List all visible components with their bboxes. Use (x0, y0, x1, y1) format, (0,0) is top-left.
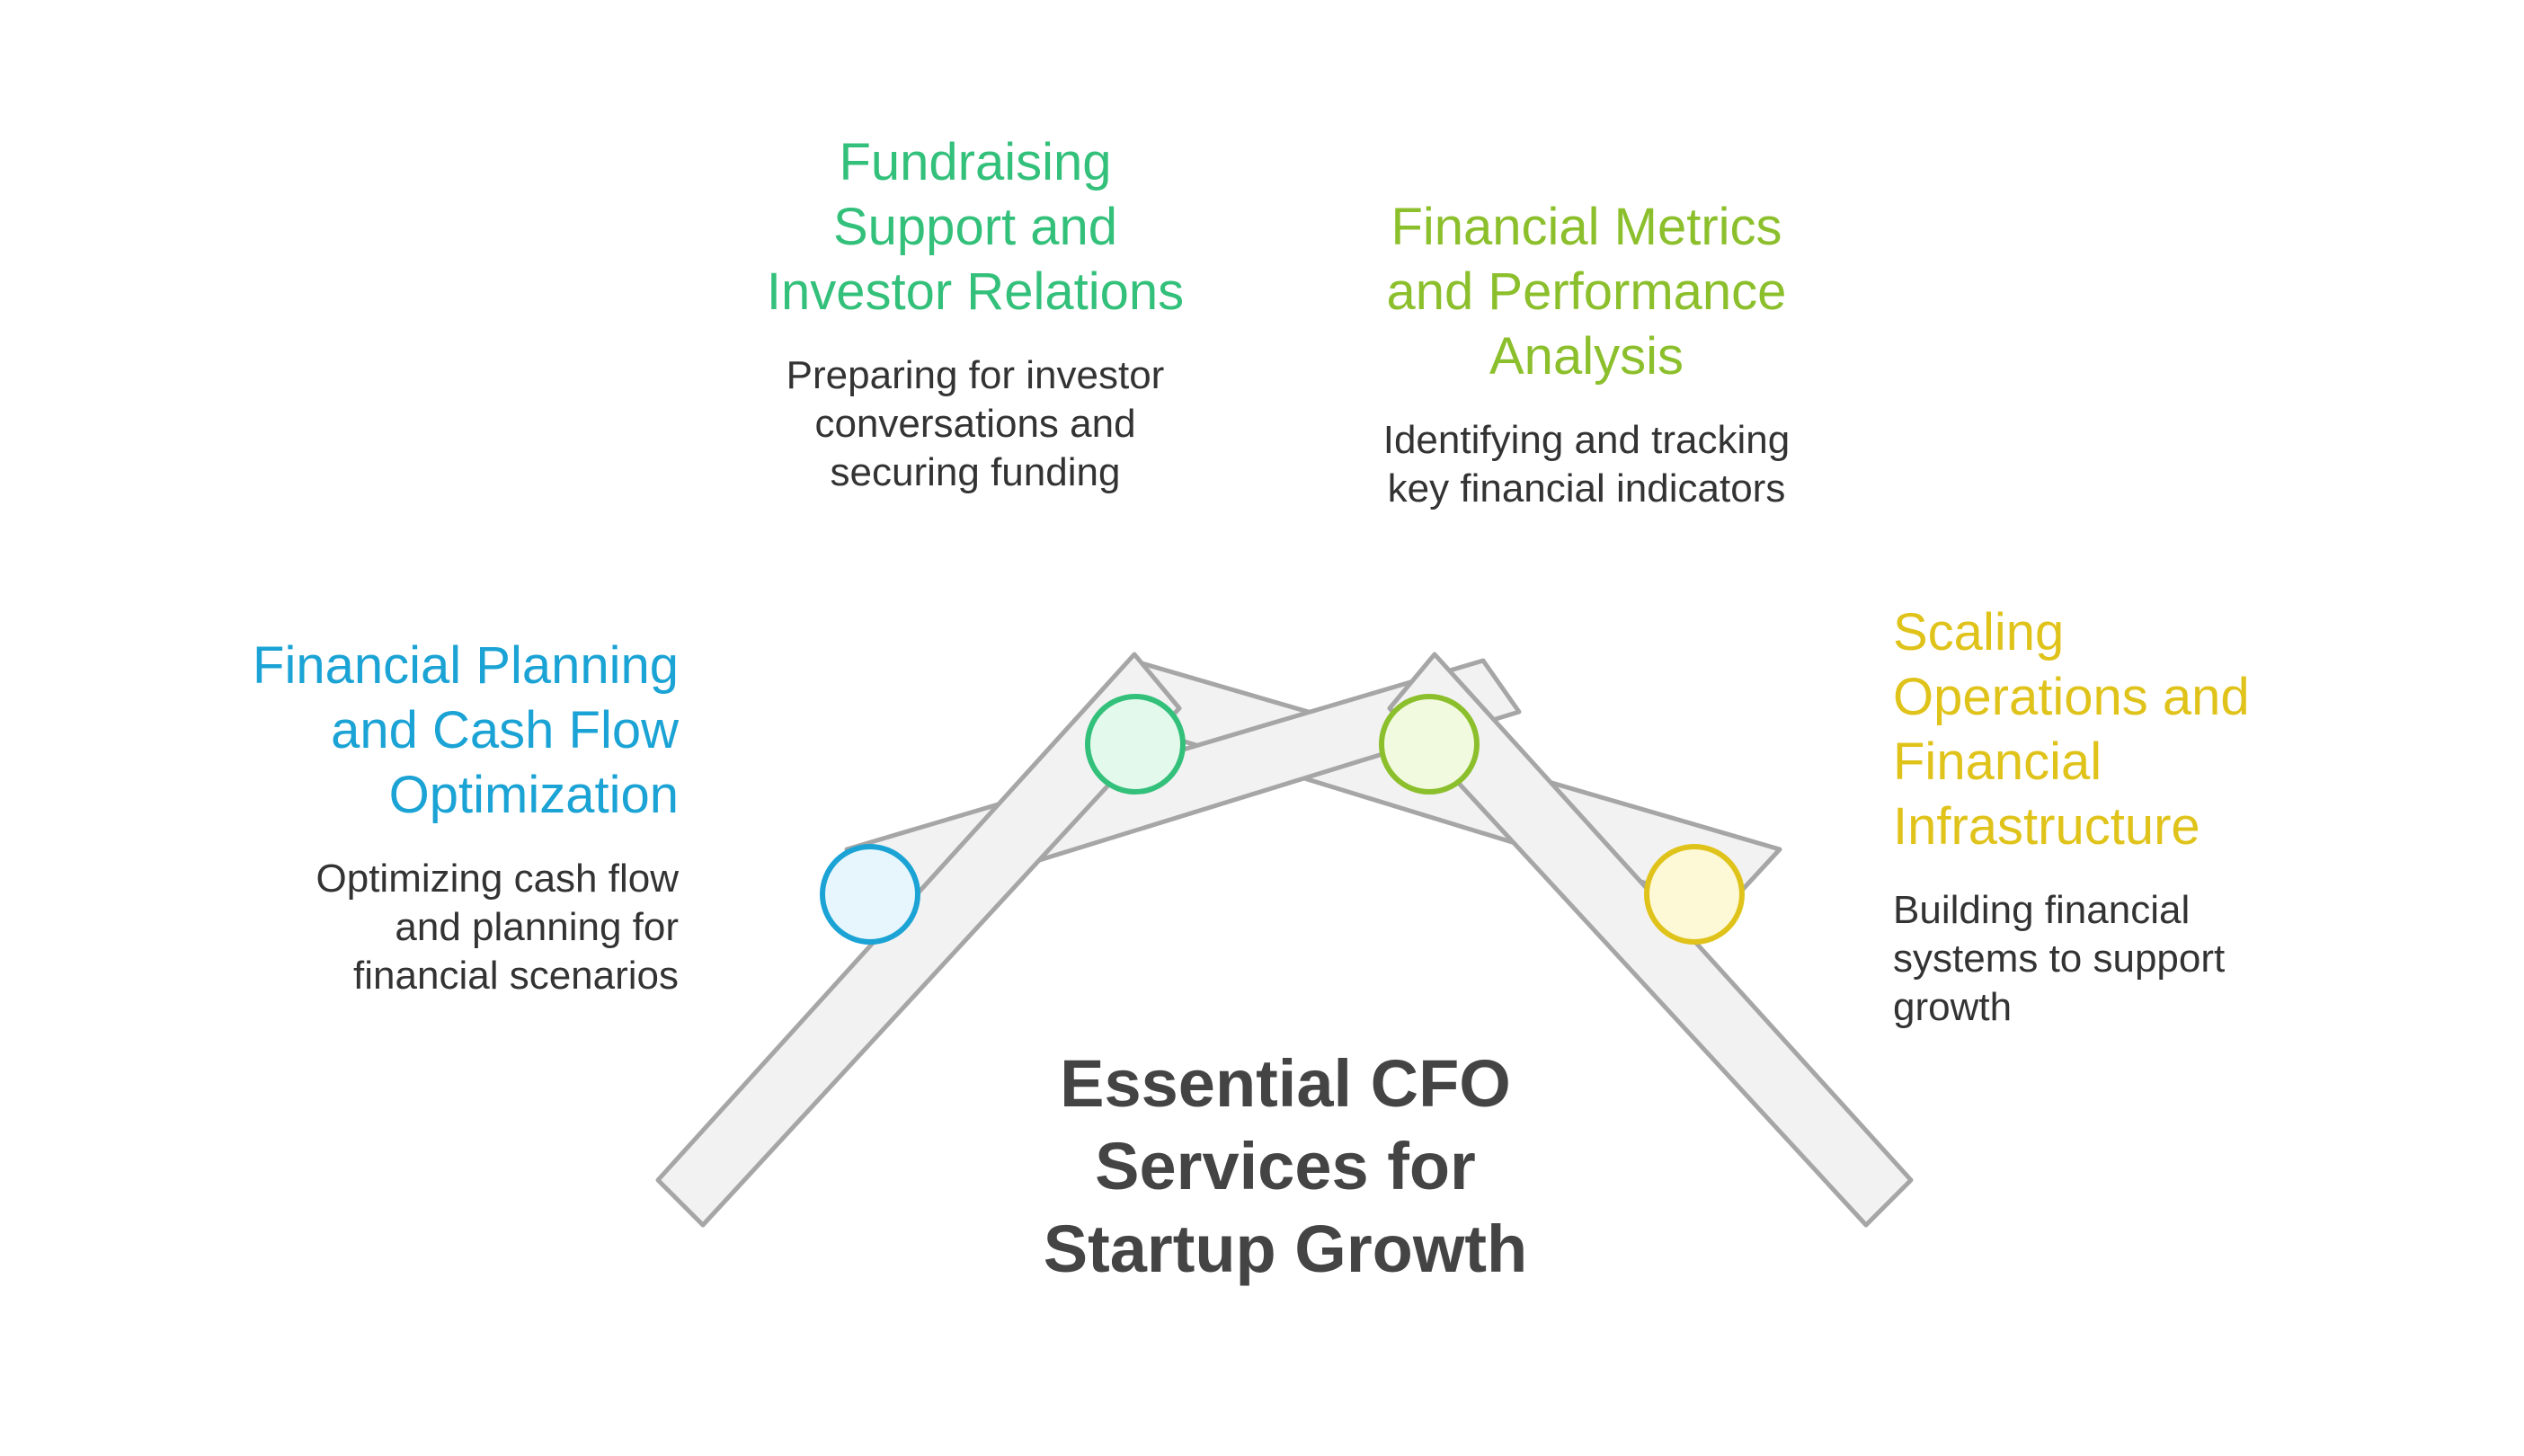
description-fundraising: Preparing for investor conversations and… (786, 353, 1165, 494)
heading-financial-metrics: Financial Metrics and Performance Analys… (1386, 198, 1787, 386)
bars-group (655, 652, 1914, 1228)
item-scaling-operations: Scaling Operations and Financial Infrast… (1893, 600, 2396, 1032)
nodes-group (820, 694, 1745, 945)
description-financial-planning: Optimizing cash flow and planning for fi… (316, 857, 679, 998)
bar-left-diagonal (655, 652, 1182, 1228)
heading-scaling-operations: Scaling Operations and Financial Infrast… (1893, 603, 2250, 856)
heading-fundraising: Fundraising Support and Investor Relatio… (766, 133, 1185, 321)
description-financial-metrics: Identifying and tracking key financial i… (1382, 418, 1791, 510)
item-fundraising: Fundraising Support and Investor Relatio… (706, 130, 1245, 497)
heading-financial-planning: Financial Planning and Cash Flow Optimiz… (253, 636, 679, 824)
bar-right-diagonal (1387, 652, 1914, 1228)
node-fundraising (1085, 694, 1186, 795)
item-financial-metrics: Financial Metrics and Performance Analys… (1317, 195, 1856, 513)
node-financial-metrics (1379, 694, 1480, 795)
description-scaling-operations: Building financial systems to support gr… (1893, 888, 2226, 1029)
node-financial-planning (820, 844, 920, 945)
item-financial-planning: Financial Planning and Cash Flow Optimiz… (162, 634, 679, 1000)
diagram-title: Essential CFO Services for Startup Growt… (1043, 1046, 1528, 1286)
node-scaling-operations (1644, 844, 1745, 945)
